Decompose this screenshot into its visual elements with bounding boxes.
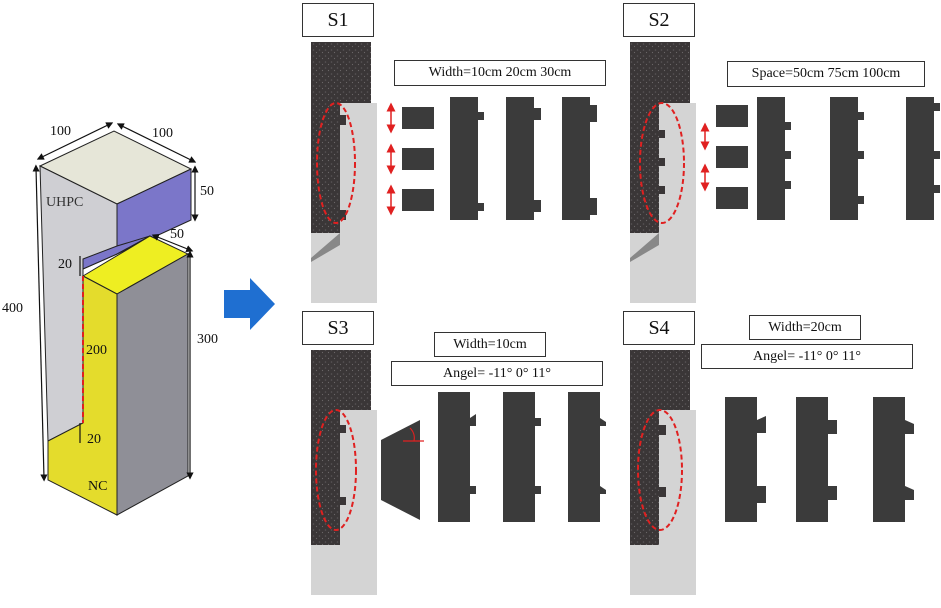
panel-s3-shapes [381, 392, 606, 522]
panel-caption2-s3: Angel= -11° 0° 11° [391, 361, 603, 386]
dim-upper-notch: 20 [58, 257, 72, 272]
label-nc: NC [88, 479, 107, 494]
panel-s3-photo [311, 350, 377, 595]
dim-step-depth: 50 [170, 227, 184, 242]
nc-right-face [116, 253, 189, 516]
dim-joint-length: 200 [86, 343, 107, 358]
panel-caption-s2: Space=50cm 75cm 100cm [727, 61, 925, 87]
uhpc-step-face [82, 235, 151, 270]
dim-top-height: 50 [200, 184, 214, 199]
panel-s1-photo [311, 42, 377, 303]
dim-lower-notch: 20 [87, 432, 101, 447]
dim-top-right: 100 [152, 126, 173, 141]
panel-title-s3: S3 [302, 311, 374, 345]
panel-caption-s4: Width=20cm [749, 315, 861, 340]
panel-title-s1: S1 [302, 3, 374, 37]
panel-s2-shapes [700, 97, 940, 220]
flow-arrow-icon [224, 278, 275, 330]
panel-s1-shapes [386, 97, 597, 220]
panel-caption2-s4: Angel= -11° 0° 11° [701, 344, 913, 369]
panel-s4-shapes [725, 397, 914, 522]
label-uhpc: UHPC [46, 195, 83, 210]
panel-title-s4: S4 [623, 311, 695, 345]
specimen-3d: 100 100 50 50 400 20 200 20 300 UHPC NC [2, 122, 218, 516]
dim-total-height: 400 [2, 301, 23, 316]
panel-title-s2: S2 [623, 3, 695, 37]
panel-s2-photo [630, 42, 696, 303]
panel-s4-photo [630, 350, 696, 595]
panel-caption-s3: Width=10cm [434, 332, 546, 357]
dim-top-left: 100 [50, 124, 71, 139]
dim-nc-height: 300 [197, 332, 218, 347]
panel-caption-s1: Width=10cm 20cm 30cm [394, 60, 606, 86]
